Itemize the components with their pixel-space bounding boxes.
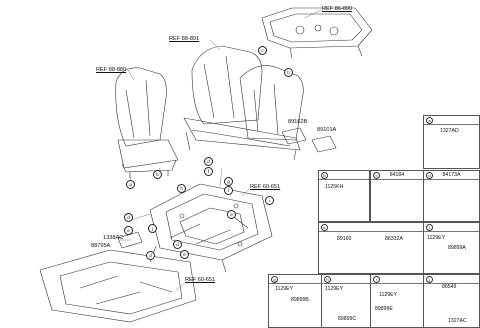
detail-box-i-header: i (371, 275, 423, 284)
callout-e-lower: e (180, 250, 189, 259)
detail-box-e-part-88332a: 88332A (385, 236, 403, 242)
callout-c-tray: c (258, 46, 267, 55)
detail-box-e: e 89160 88332A (318, 222, 424, 274)
ref-label-60-651-lower[interactable]: REF 60-651 (185, 277, 216, 283)
detail-box-h-letter: h (324, 276, 331, 283)
detail-box-a-part-1327ad: 1327AD (440, 128, 459, 134)
ref-label-88-891[interactable]: REF 88-891 (169, 36, 200, 42)
detail-box-j-part-86549: 86549 (442, 284, 457, 290)
detail-box-f-letter: f (426, 224, 433, 231)
detail-box-g-part-1129ey: 1129EY (275, 286, 294, 292)
detail-box-h: h 1129EY 89899C (321, 274, 371, 328)
detail-box-h-part-89899c: 89899C (338, 316, 357, 322)
detail-box-d-header: d 84173A (424, 171, 479, 180)
detail-box-g-header: g (269, 275, 321, 284)
rear-seat-drawing (183, 45, 304, 161)
detail-box-f-part-89899a: 89899A (448, 245, 466, 251)
detail-box-j-part-1327ac: 1327AC (448, 318, 467, 324)
callout-i-floor: i (265, 196, 274, 205)
lower-floor-drawing (39, 249, 197, 323)
detail-box-g: g 1129EY 89899B (268, 274, 322, 328)
detail-box-d-letter: d (426, 172, 433, 179)
callout-b-seat: b (153, 170, 162, 179)
carpet-piece-89101a (311, 135, 337, 153)
callout-g-floor: g (224, 177, 233, 186)
detail-box-i: i 1129EY 89899E (370, 274, 424, 328)
detail-box-b-header: b (319, 171, 369, 180)
detail-box-j-header: j (424, 275, 479, 284)
callout-b-tray: b (284, 68, 293, 77)
detail-box-c-number: 84184 (389, 172, 405, 178)
callout-e-left: e (124, 226, 133, 235)
detail-box-a: a 1327AD (423, 115, 480, 169)
front-seat-drawing (115, 67, 179, 178)
callout-a-seat: a (126, 180, 135, 189)
detail-box-i-part-1129ey: 1129EY (379, 292, 398, 298)
detail-box-e-letter: e (321, 224, 328, 231)
detail-box-b-part-1125kh: 1125KH (325, 184, 344, 190)
detail-box-f: f 1129EY 89899A (423, 222, 480, 274)
detail-box-i-letter: i (373, 276, 380, 283)
detail-box-g-letter: g (271, 276, 278, 283)
detail-box-e-header: e (319, 223, 423, 232)
ref-label-60-651-upper[interactable]: REF 60-651 (250, 184, 281, 190)
callout-h-floor: h (177, 184, 186, 193)
detail-box-c-header: c 84184 (371, 171, 423, 180)
detail-box-i-part-89899e: 89899E (375, 306, 393, 312)
callout-f-floor: f (204, 167, 213, 176)
ref-label-88-880[interactable]: REF 88-880 (96, 67, 127, 73)
detail-box-e-part-89160: 89160 (337, 236, 352, 242)
callout-d-left-1: d (124, 213, 133, 222)
detail-box-h-part-1129ey: 1129EY (325, 286, 344, 292)
carpet-piece-89162b (281, 127, 307, 145)
detail-box-d: d 84173A (423, 170, 480, 222)
callout-d-left-2: d (173, 240, 182, 249)
detail-box-b-letter: b (321, 172, 328, 179)
detail-box-d-number: 84173A (442, 172, 461, 178)
part-label-89162b: 89162B (288, 119, 308, 125)
detail-box-f-header: f (424, 223, 479, 232)
detail-box-a-letter: a (426, 117, 433, 124)
callout-d-left-3: d (146, 251, 155, 260)
detail-box-a-header: a (424, 116, 479, 125)
rear-package-tray-drawing (261, 7, 373, 59)
callout-j-floor: j (148, 224, 157, 233)
detail-box-j: j 86549 1327AC (423, 274, 480, 328)
ref-label-86-890[interactable]: REF 86-890 (322, 6, 353, 12)
detail-box-h-header: h (322, 275, 370, 284)
detail-box-b: b 1125KH (318, 170, 370, 222)
detail-box-f-part-1129ey: 1129EY (427, 235, 446, 241)
detail-box-j-letter: j (426, 276, 433, 283)
callout-d-floor: d (204, 157, 213, 166)
detail-box-c-letter: c (373, 172, 380, 179)
part-label-1338ac: 1338AC (103, 235, 124, 241)
callout-e-floor: e (227, 210, 236, 219)
callout-f-floor-2: f (224, 186, 233, 195)
part-label-88795a: 88795A (91, 243, 111, 249)
detail-box-c: c 84184 (370, 170, 424, 222)
detail-box-g-part-89899b: 89899B (291, 297, 309, 303)
part-label-89101a: 89101A (317, 127, 337, 133)
